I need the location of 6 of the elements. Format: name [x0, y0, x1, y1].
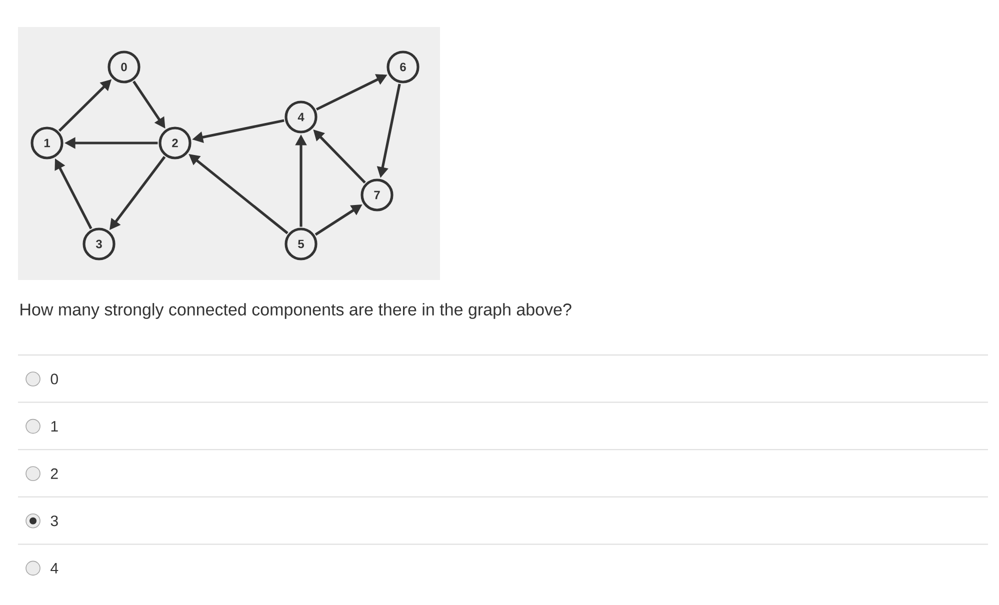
- option-label: 1: [51, 421, 58, 432]
- option-label: 4: [50, 563, 58, 574]
- option-label: 3: [50, 516, 58, 526]
- option-label: 0: [50, 374, 58, 384]
- option-label: 2: [50, 468, 58, 479]
- question-text: How many strongly connected components are there in the graph above?: [20, 303, 572, 319]
